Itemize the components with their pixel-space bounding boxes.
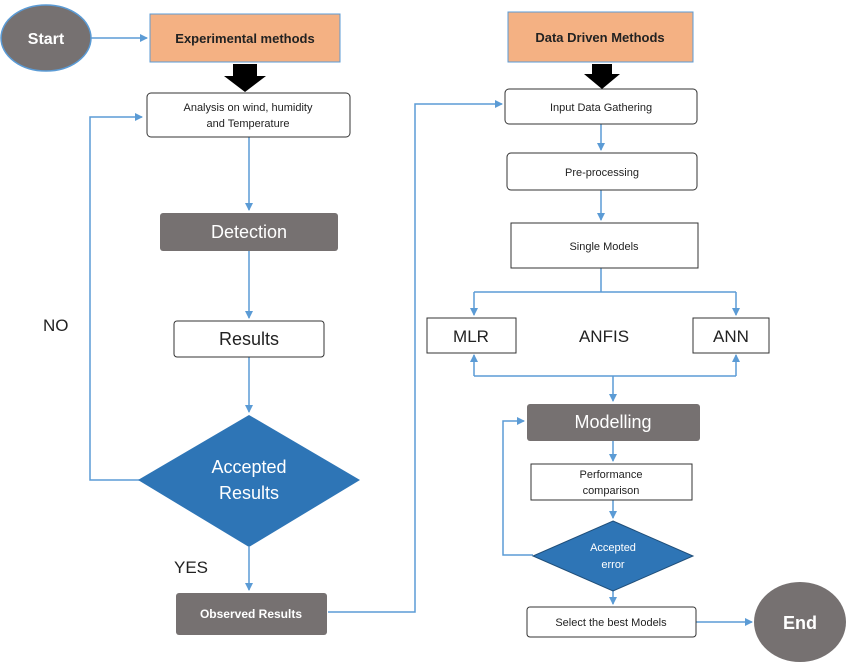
accepted-error-line2: error bbox=[601, 559, 625, 571]
analysis-label-line2: and Temperature bbox=[207, 118, 290, 130]
modelling-label: Modelling bbox=[574, 412, 651, 432]
preprocessing-label: Pre-processing bbox=[565, 167, 639, 179]
black-arrow-experimental bbox=[224, 64, 266, 92]
arrow-observed-to-input bbox=[328, 100, 503, 613]
accepted-results-diamond: Accepted Results bbox=[138, 415, 360, 547]
analysis-label-line1: Analysis on wind, humidity bbox=[183, 102, 313, 114]
accepted-error-line1: Accepted bbox=[590, 542, 636, 554]
ann-box: ANN bbox=[692, 317, 770, 354]
observed-results-label: Observed Results bbox=[200, 607, 302, 621]
performance-label-line2: comparison bbox=[583, 485, 640, 497]
black-arrow-data-driven bbox=[584, 64, 620, 89]
performance-box: Performance comparison bbox=[530, 463, 693, 501]
accepted-error-diamond: Accepted error bbox=[531, 520, 695, 592]
start-label: Start bbox=[28, 31, 65, 48]
accepted-results-line1: Accepted bbox=[211, 457, 286, 477]
results-label: Results bbox=[219, 329, 279, 349]
single-models-box: Single Models bbox=[510, 222, 699, 269]
black-arrows bbox=[224, 64, 620, 92]
mlr-box: MLR bbox=[426, 317, 517, 354]
single-models-label: Single Models bbox=[569, 241, 639, 253]
analysis-box: Analysis on wind, humidity and Temperatu… bbox=[146, 92, 351, 138]
experimental-methods-box: Experimental methods bbox=[149, 13, 341, 63]
ann-label: ANN bbox=[713, 327, 749, 346]
connectors bbox=[89, 34, 753, 626]
observed-results-box: Observed Results bbox=[176, 593, 327, 635]
results-box: Results bbox=[173, 320, 325, 358]
start-node: Start bbox=[0, 4, 92, 72]
preprocessing-box: Pre-processing bbox=[506, 152, 698, 191]
detection-box: Detection bbox=[160, 213, 338, 251]
yes-label: YES bbox=[174, 558, 208, 577]
select-best-box: Select the best Models bbox=[526, 606, 697, 638]
data-driven-methods-box: Data Driven Methods bbox=[507, 11, 694, 63]
modelling-box: Modelling bbox=[527, 404, 700, 441]
experimental-methods-label: Experimental methods bbox=[175, 31, 314, 46]
performance-label-line1: Performance bbox=[580, 469, 643, 481]
data-driven-methods-label: Data Driven Methods bbox=[535, 30, 664, 45]
anfis-label: ANFIS bbox=[579, 327, 629, 346]
arrow-error-loop bbox=[502, 417, 533, 556]
mlr-label: MLR bbox=[453, 327, 489, 346]
input-data-label: Input Data Gathering bbox=[550, 102, 652, 114]
end-node: End bbox=[754, 582, 846, 662]
no-label: NO bbox=[43, 316, 69, 335]
select-best-label: Select the best Models bbox=[555, 617, 667, 629]
input-data-box: Input Data Gathering bbox=[504, 88, 698, 125]
end-label: End bbox=[783, 613, 817, 633]
detection-label: Detection bbox=[211, 222, 287, 242]
arrow-no-loop bbox=[89, 113, 143, 481]
accepted-results-line2: Results bbox=[219, 483, 279, 503]
